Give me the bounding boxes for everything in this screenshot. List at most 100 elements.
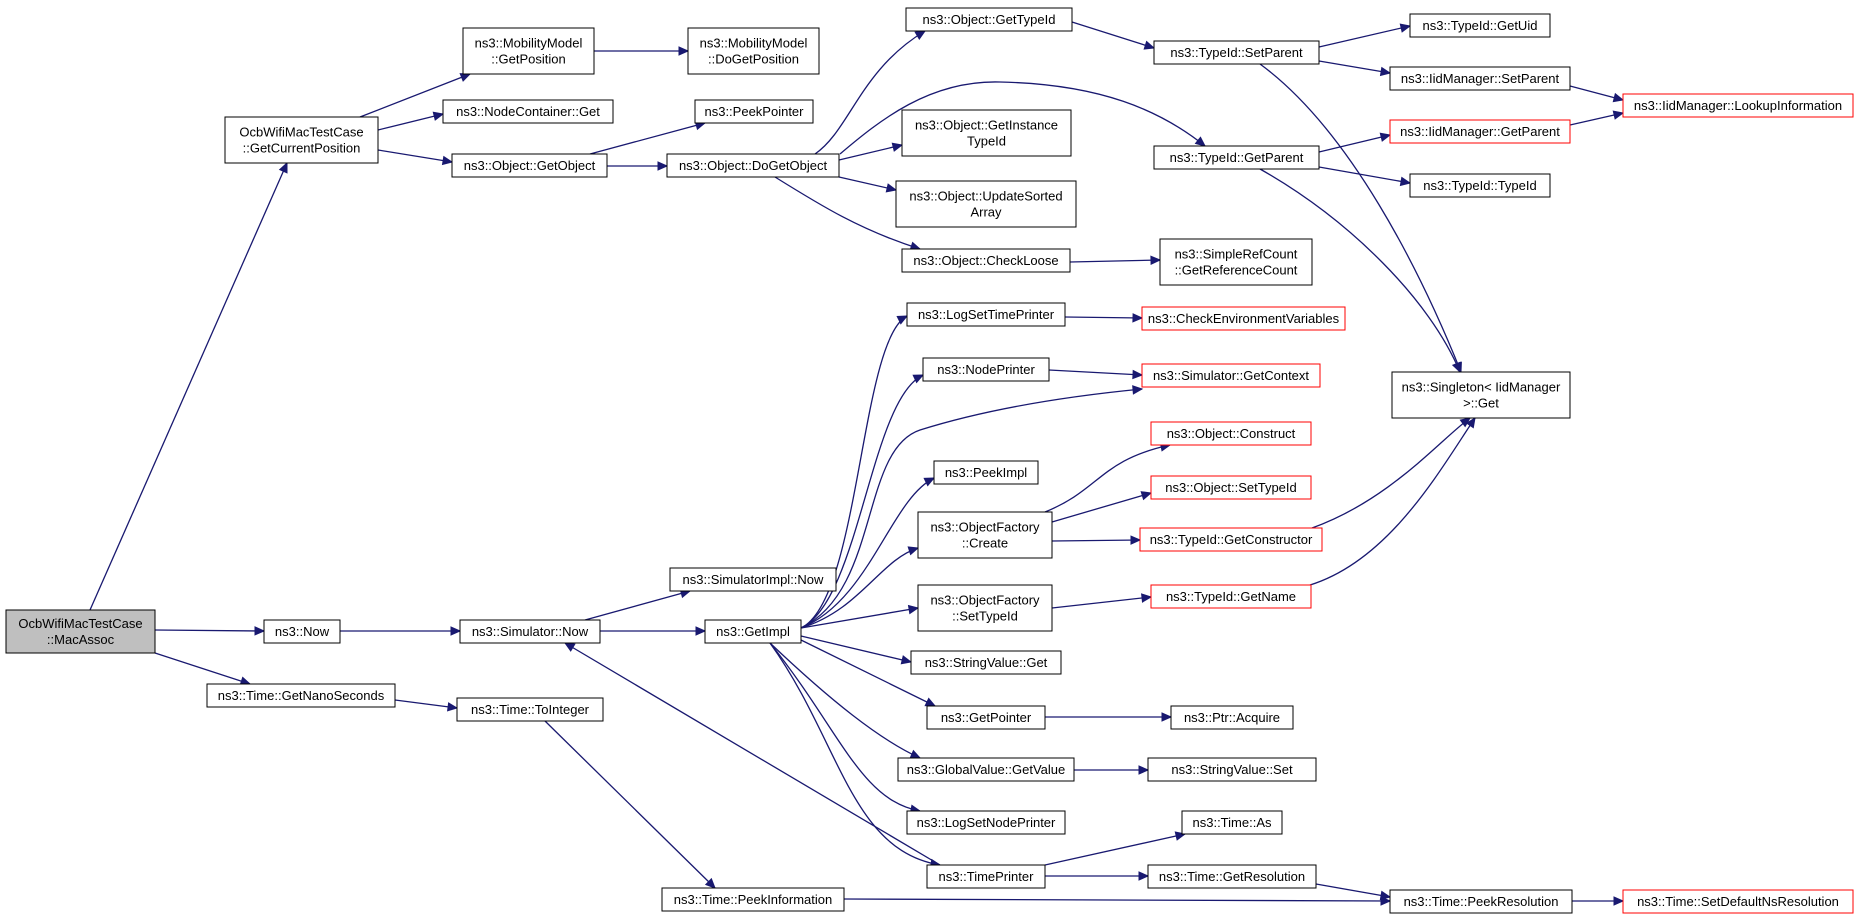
edge-peekres-to-setdefres	[1572, 896, 1625, 906]
node-box	[895, 180, 1077, 228]
node-logsettp[interactable]: ns3::LogSetTimePrinter	[906, 302, 1066, 327]
edge-tid_getparent-to-singleton_get	[1259, 168, 1461, 374]
node-peekptr[interactable]: ns3::PeekPointer	[694, 99, 814, 124]
edge-macassoc-to-getcurpos	[89, 161, 288, 611]
node-setdefres[interactable]: ns3::Time::SetDefaultNsResolution	[1622, 889, 1854, 914]
node-sv_get[interactable]: ns3::StringValue::Get	[910, 650, 1062, 675]
node-obj_checkloose[interactable]: ns3::Object::CheckLoose	[901, 248, 1071, 273]
node-time_getres[interactable]: ns3::Time::GetResolution	[1147, 864, 1317, 889]
node-box	[922, 357, 1050, 382]
node-iid_getparent[interactable]: ns3::IidManager::GetParent	[1389, 119, 1571, 144]
node-label: ns3::SimpleRefCount	[1175, 247, 1298, 262]
node-tid_getuid[interactable]: ns3::TypeId::GetUid	[1409, 13, 1551, 38]
edge-arrowhead	[1399, 176, 1412, 187]
edge-getnano-to-tointeger	[394, 699, 459, 712]
edge-getimpl-to-of_settypeid	[800, 604, 920, 629]
node-src_getrefcount[interactable]: ns3::SimpleRefCount::GetReferenceCount	[1159, 238, 1313, 286]
node-label: ns3::Time::GetResolution	[1159, 869, 1305, 884]
edge-getpointer-to-ptr_acquire	[1045, 712, 1173, 722]
node-obj_settypeid[interactable]: ns3::Object::SetTypeId	[1150, 475, 1312, 500]
node-mm_dogetpos[interactable]: ns3::MobilityModel::DoGetPosition	[687, 27, 820, 75]
node-box	[1153, 40, 1320, 65]
node-label: ns3::PeekPointer	[704, 104, 804, 119]
node-label: ns3::TypeId::GetParent	[1170, 150, 1304, 165]
edge-arrowhead	[432, 111, 445, 121]
edge-arrowhead	[1130, 535, 1142, 545]
node-iid_setparent[interactable]: ns3::IidManager::SetParent	[1389, 66, 1571, 91]
node-nodeprinter[interactable]: ns3::NodePrinter	[922, 357, 1050, 382]
node-getpointer[interactable]: ns3::GetPointer	[926, 705, 1046, 730]
edge-getimpl-to-logsetnp	[769, 642, 922, 814]
edge-arrowhead	[1138, 765, 1150, 775]
node-label: ::GetPosition	[491, 52, 565, 67]
edge-arrowhead	[1612, 92, 1625, 103]
node-nc_get[interactable]: ns3::NodeContainer::Get	[442, 99, 614, 124]
node-label: ns3::Simulator::Now	[472, 624, 589, 639]
edge-line	[154, 652, 251, 685]
edge-getimpl-to-sim_getctx	[800, 385, 1144, 629]
edge-line	[89, 162, 288, 611]
node-timeprinter[interactable]: ns3::TimePrinter	[926, 864, 1046, 889]
edge-arrowhead	[254, 626, 266, 636]
node-box	[1389, 119, 1571, 144]
node-label: ns3::Time::PeekResolution	[1404, 894, 1559, 909]
node-label: ns3::StringValue::Get	[925, 655, 1048, 670]
node-of_create[interactable]: ns3::ObjectFactory::Create	[917, 511, 1053, 559]
node-box	[1391, 371, 1571, 419]
edge-line	[1051, 539, 1141, 542]
edge-line	[1318, 60, 1391, 74]
edge-obj_dogetobj-to-obj_updsorted	[838, 176, 898, 193]
node-tid_getname[interactable]: ns3::TypeId::GetName	[1150, 584, 1312, 609]
node-obj_construct[interactable]: ns3::Object::Construct	[1150, 421, 1312, 446]
node-peekimpl[interactable]: ns3::PeekImpl	[933, 460, 1039, 485]
node-tid_setparent[interactable]: ns3::TypeId::SetParent	[1153, 40, 1320, 65]
edge-arrowhead	[450, 626, 462, 636]
call-graph-nodes: OcbWifiMacTestCase::MacAssocOcbWifiMacTe…	[5, 7, 1854, 914]
node-box	[1141, 363, 1321, 388]
node-peekres[interactable]: ns3::Time::PeekResolution	[1389, 889, 1573, 914]
node-time_as[interactable]: ns3::Time::As	[1181, 810, 1283, 835]
node-getcurpos[interactable]: OcbWifiMacTestCase::GetCurrentPosition	[224, 116, 379, 164]
node-box	[901, 109, 1072, 157]
node-box	[462, 27, 595, 75]
edge-getcurpos-to-mm_getpos	[359, 73, 472, 118]
node-getimpl[interactable]: ns3::GetImpl	[704, 619, 802, 644]
node-tid_getparent[interactable]: ns3::TypeId::GetParent	[1153, 145, 1320, 170]
edge-line	[1044, 444, 1171, 513]
node-logsetnp[interactable]: ns3::LogSetNodePrinter	[906, 810, 1066, 835]
node-simimpl_now[interactable]: ns3::SimulatorImpl::Now	[669, 567, 837, 592]
node-box	[906, 810, 1066, 835]
node-tid_getctor[interactable]: ns3::TypeId::GetConstructor	[1139, 527, 1323, 552]
edge-arrowhead	[924, 697, 937, 707]
edge-line	[769, 642, 921, 812]
node-label: ns3::CheckEnvironmentVariables	[1148, 311, 1340, 326]
edge-line	[1318, 166, 1411, 184]
node-iid_lookup[interactable]: ns3::IidManager::LookupInformation	[1622, 93, 1854, 118]
node-obj_dogetobj[interactable]: ns3::Object::DoGetObject	[666, 153, 840, 178]
node-singleton_get[interactable]: ns3::Singleton< IidManager >::Get	[1391, 371, 1571, 419]
node-getnano[interactable]: ns3::Time::GetNanoSeconds	[206, 683, 396, 708]
node-box	[933, 460, 1039, 485]
node-sim_now[interactable]: ns3::Simulator::Now	[459, 619, 601, 644]
node-label: ns3::NodeContainer::Get	[456, 104, 600, 119]
node-gv_getvalue[interactable]: ns3::GlobalValue::GetValue	[897, 757, 1075, 782]
node-box	[206, 683, 396, 708]
node-sv_set[interactable]: ns3::StringValue::Set	[1147, 757, 1317, 782]
edge-arrowhead	[1612, 110, 1625, 120]
node-tointeger[interactable]: ns3::Time::ToInteger	[456, 697, 604, 722]
node-obj_getobj[interactable]: ns3::Object::GetObject	[451, 153, 608, 178]
node-label: ns3::Time::ToInteger	[471, 702, 590, 717]
node-mm_getpos[interactable]: ns3::MobilityModel::GetPosition	[462, 27, 595, 75]
node-obj_gettypeid[interactable]: ns3::Object::GetTypeId	[905, 7, 1073, 32]
node-tid_typeid[interactable]: ns3::TypeId::TypeId	[1409, 173, 1551, 198]
node-box	[224, 116, 379, 164]
node-of_settypeid[interactable]: ns3::ObjectFactory::SetTypeId	[917, 584, 1053, 632]
node-sim_getctx[interactable]: ns3::Simulator::GetContext	[1141, 363, 1321, 388]
node-now[interactable]: ns3::Now	[263, 619, 341, 644]
node-ptr_acquire[interactable]: ns3::Ptr::Acquire	[1170, 705, 1294, 730]
node-checkenv[interactable]: ns3::CheckEnvironmentVariables	[1141, 306, 1346, 331]
node-peekinfo[interactable]: ns3::Time::PeekInformation	[661, 887, 845, 912]
edge-line	[800, 315, 908, 629]
